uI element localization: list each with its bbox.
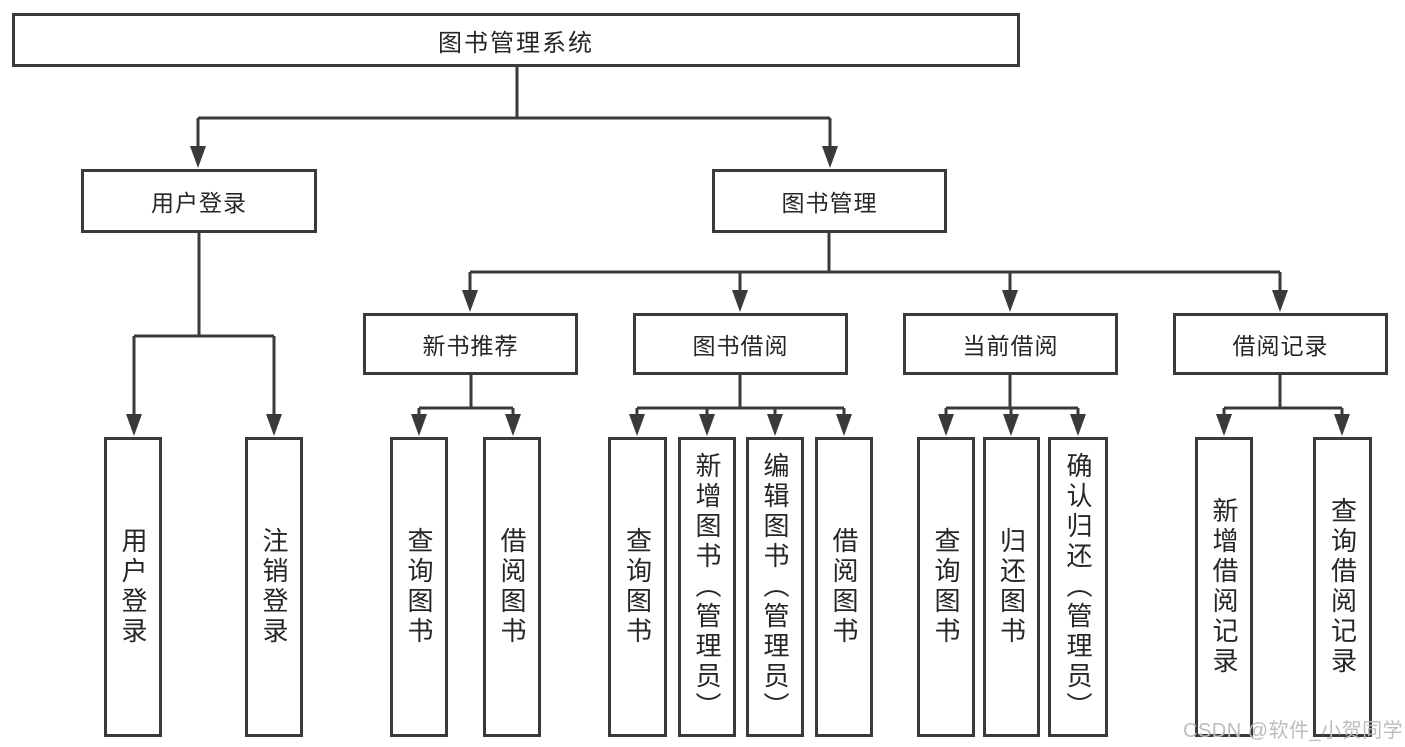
arrow-down-icon [822, 146, 838, 168]
arrow-down-icon [411, 414, 427, 436]
arrow-down-icon [505, 414, 521, 436]
arrow-down-icon [1334, 414, 1350, 436]
node-label: 查询图书 [622, 527, 653, 647]
arrow-down-icon [699, 414, 715, 436]
arrow-down-icon [836, 414, 852, 436]
node-label: 用户登录 [151, 190, 247, 216]
leaf-query-books-recommend: 查询图书 [390, 437, 448, 737]
node-label: 新书推荐 [422, 333, 519, 359]
node-label: 注销登录 [259, 527, 289, 647]
node-label: 确认归还（管理员） [1063, 452, 1093, 722]
leaf-add-borrow-record: 新增借阅记录 [1195, 437, 1253, 737]
node-label: 编辑图书（管理员） [760, 452, 790, 722]
leaf-add-book-admin: 新增图书（管理员） [678, 437, 736, 737]
node-label: 图书管理 [781, 190, 878, 216]
csdn-watermark: CSDN @软件_小贺同学 [1183, 720, 1404, 742]
node-new-book-recommend: 新书推荐 [363, 313, 578, 375]
node-label: 查询借阅记录 [1327, 497, 1358, 677]
node-label: 借阅图书 [497, 527, 527, 647]
leaf-edit-book-admin: 编辑图书（管理员） [746, 437, 804, 737]
node-user-login: 用户登录 [81, 169, 317, 233]
arrow-down-icon [1070, 414, 1086, 436]
leaf-borrow-books-recommend: 借阅图书 [483, 437, 541, 737]
arrow-down-icon [462, 290, 478, 312]
leaf-query-borrow-record: 查询借阅记录 [1313, 437, 1372, 737]
node-book-management: 图书管理 [712, 169, 947, 233]
node-label: 图书借阅 [692, 333, 789, 359]
arrow-down-icon [190, 146, 206, 168]
leaf-confirm-return-admin: 确认归还（管理员） [1048, 437, 1108, 737]
node-borrow-records: 借阅记录 [1173, 313, 1388, 375]
leaf-borrow-books: 借阅图书 [815, 437, 873, 737]
node-label: 借阅记录 [1232, 333, 1329, 359]
arrow-down-icon [1216, 414, 1232, 436]
node-label: 归还图书 [996, 527, 1027, 647]
arrow-down-icon [1002, 290, 1018, 312]
node-label: 图书管理系统 [438, 29, 594, 57]
node-label: 当前借阅 [962, 333, 1059, 359]
arrow-down-icon [266, 414, 282, 436]
node-book-borrow: 图书借阅 [633, 313, 848, 375]
arrow-down-icon [938, 414, 954, 436]
arrow-down-icon [126, 414, 142, 436]
arrow-down-icon [767, 414, 783, 436]
leaf-query-books-current: 查询图书 [917, 437, 975, 737]
arrow-down-icon [732, 290, 748, 312]
leaf-query-books-borrow: 查询图书 [608, 437, 667, 737]
node-label: 查询图书 [931, 527, 961, 647]
leaf-logout: 注销登录 [245, 437, 303, 737]
node-current-borrow: 当前借阅 [903, 313, 1118, 375]
node-label: 用户登录 [118, 527, 148, 647]
arrow-down-icon [1272, 290, 1288, 312]
arrow-down-icon [1003, 414, 1019, 436]
node-label: 新增借阅记录 [1209, 497, 1239, 677]
arrow-down-icon [629, 414, 645, 436]
node-label: 借阅图书 [829, 527, 859, 647]
node-root-system: 图书管理系统 [12, 13, 1020, 67]
leaf-user-login: 用户登录 [104, 437, 162, 737]
leaf-return-book: 归还图书 [983, 437, 1040, 737]
node-label: 查询图书 [404, 527, 434, 647]
node-label: 新增图书（管理员） [692, 452, 722, 722]
